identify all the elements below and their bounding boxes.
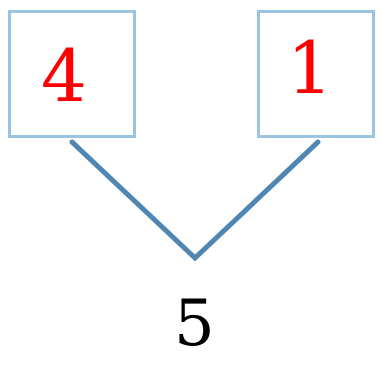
left-part-box [8,10,136,138]
left-part-value: 4 [41,34,87,118]
total-value: 5 [174,287,215,361]
connector-v [69,139,321,262]
right-part-box [257,10,375,138]
right-part-value: 1 [287,26,333,110]
